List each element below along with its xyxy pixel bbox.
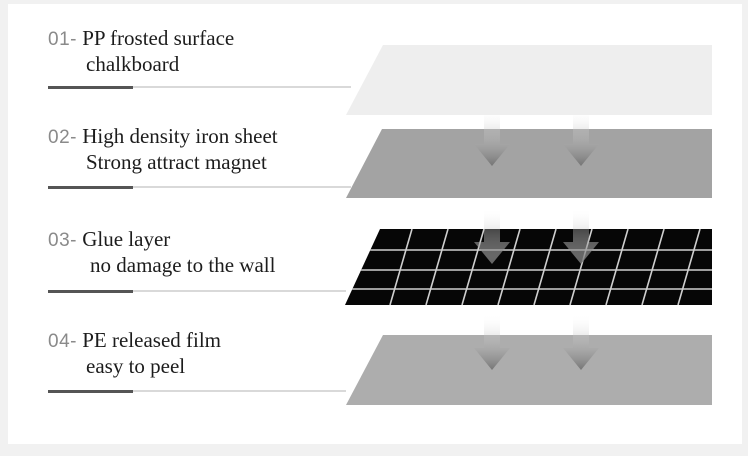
layer-4-label: 04- PE released film easy to peel <box>48 328 221 379</box>
layer-1-title: PP frosted surface <box>82 26 235 50</box>
layer-1-panel <box>346 45 712 115</box>
layer-2-panel <box>346 129 712 198</box>
layer-1-label: 01- PP frosted surface chalkboard <box>48 26 234 77</box>
layer-4-subtitle: easy to peel <box>86 353 186 378</box>
layer-2-label: 02- High density iron sheet Strong attra… <box>48 124 278 175</box>
layer-4-title: PE released film <box>82 328 222 352</box>
layer-4-number: 04- <box>48 331 77 352</box>
layer-4-divider <box>48 389 346 393</box>
layer-2-divider <box>48 185 351 189</box>
layer-3-label: 03- Glue layer no damage to the wall <box>48 227 275 278</box>
down-arrow-icon <box>563 208 599 264</box>
layer-3-title: Glue layer <box>82 227 171 251</box>
layer-2-subtitle: Strong attract magnet <box>86 149 267 174</box>
layer-1-subtitle: chalkboard <box>86 51 180 76</box>
down-arrow-icon <box>474 208 510 264</box>
down-arrow-icon <box>474 314 510 370</box>
layer-3-subtitle: no damage to the wall <box>90 252 276 277</box>
down-arrow-icon <box>563 314 599 370</box>
layer-4-panel <box>346 335 712 405</box>
down-arrow-icon <box>474 108 510 166</box>
layer-2-number: 02- <box>48 127 77 148</box>
layer-1-number: 01- <box>48 29 77 50</box>
layer-3-number: 03- <box>48 230 77 251</box>
layer-3-panel <box>345 229 712 305</box>
layer-1-divider <box>48 85 351 89</box>
layer-3-divider <box>48 289 346 293</box>
layer-2-title: High density iron sheet <box>82 124 278 148</box>
down-arrow-icon <box>563 108 599 166</box>
